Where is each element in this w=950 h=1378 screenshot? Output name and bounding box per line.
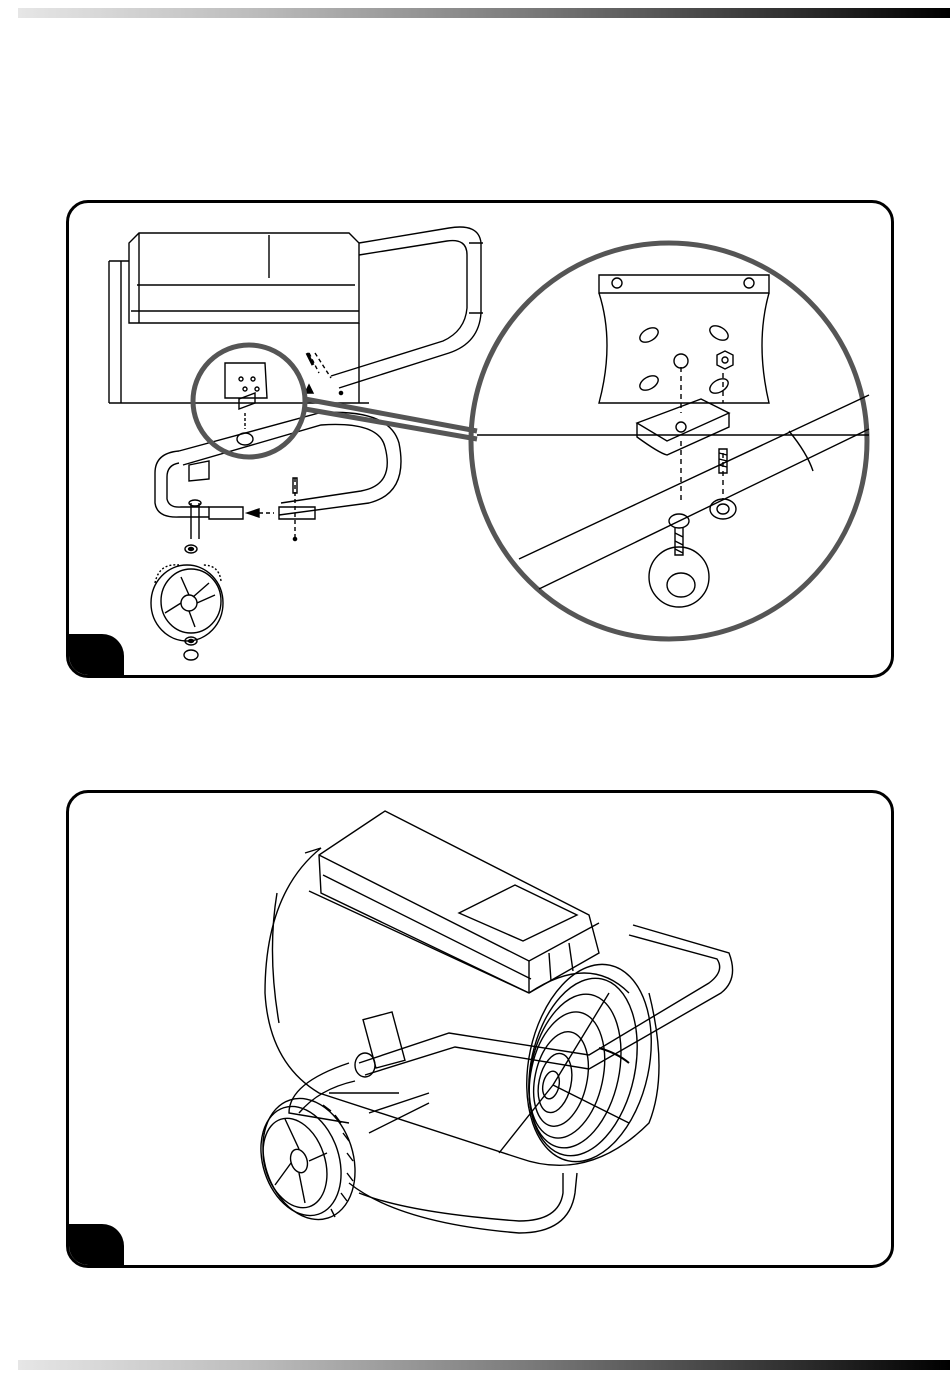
header-gradient-bar	[18, 8, 950, 18]
lower-frame	[155, 412, 401, 517]
footer-gradient-bar	[18, 1360, 950, 1370]
step-2-badge	[66, 1224, 124, 1268]
fan-guard	[499, 953, 668, 1174]
step-1-badge	[66, 634, 124, 678]
assembled-heater-illustration	[69, 793, 894, 1268]
wheel-exploded	[151, 545, 223, 660]
top-housing	[319, 811, 599, 993]
step-2-panel	[66, 790, 894, 1268]
magnified-detail	[471, 243, 869, 639]
handle-tube	[331, 227, 483, 388]
step-1-panel	[66, 200, 894, 678]
cart-handle	[355, 925, 733, 1077]
magnify-source	[193, 345, 477, 457]
assembly-illustration	[69, 203, 894, 678]
cart-wheel	[248, 1086, 370, 1231]
